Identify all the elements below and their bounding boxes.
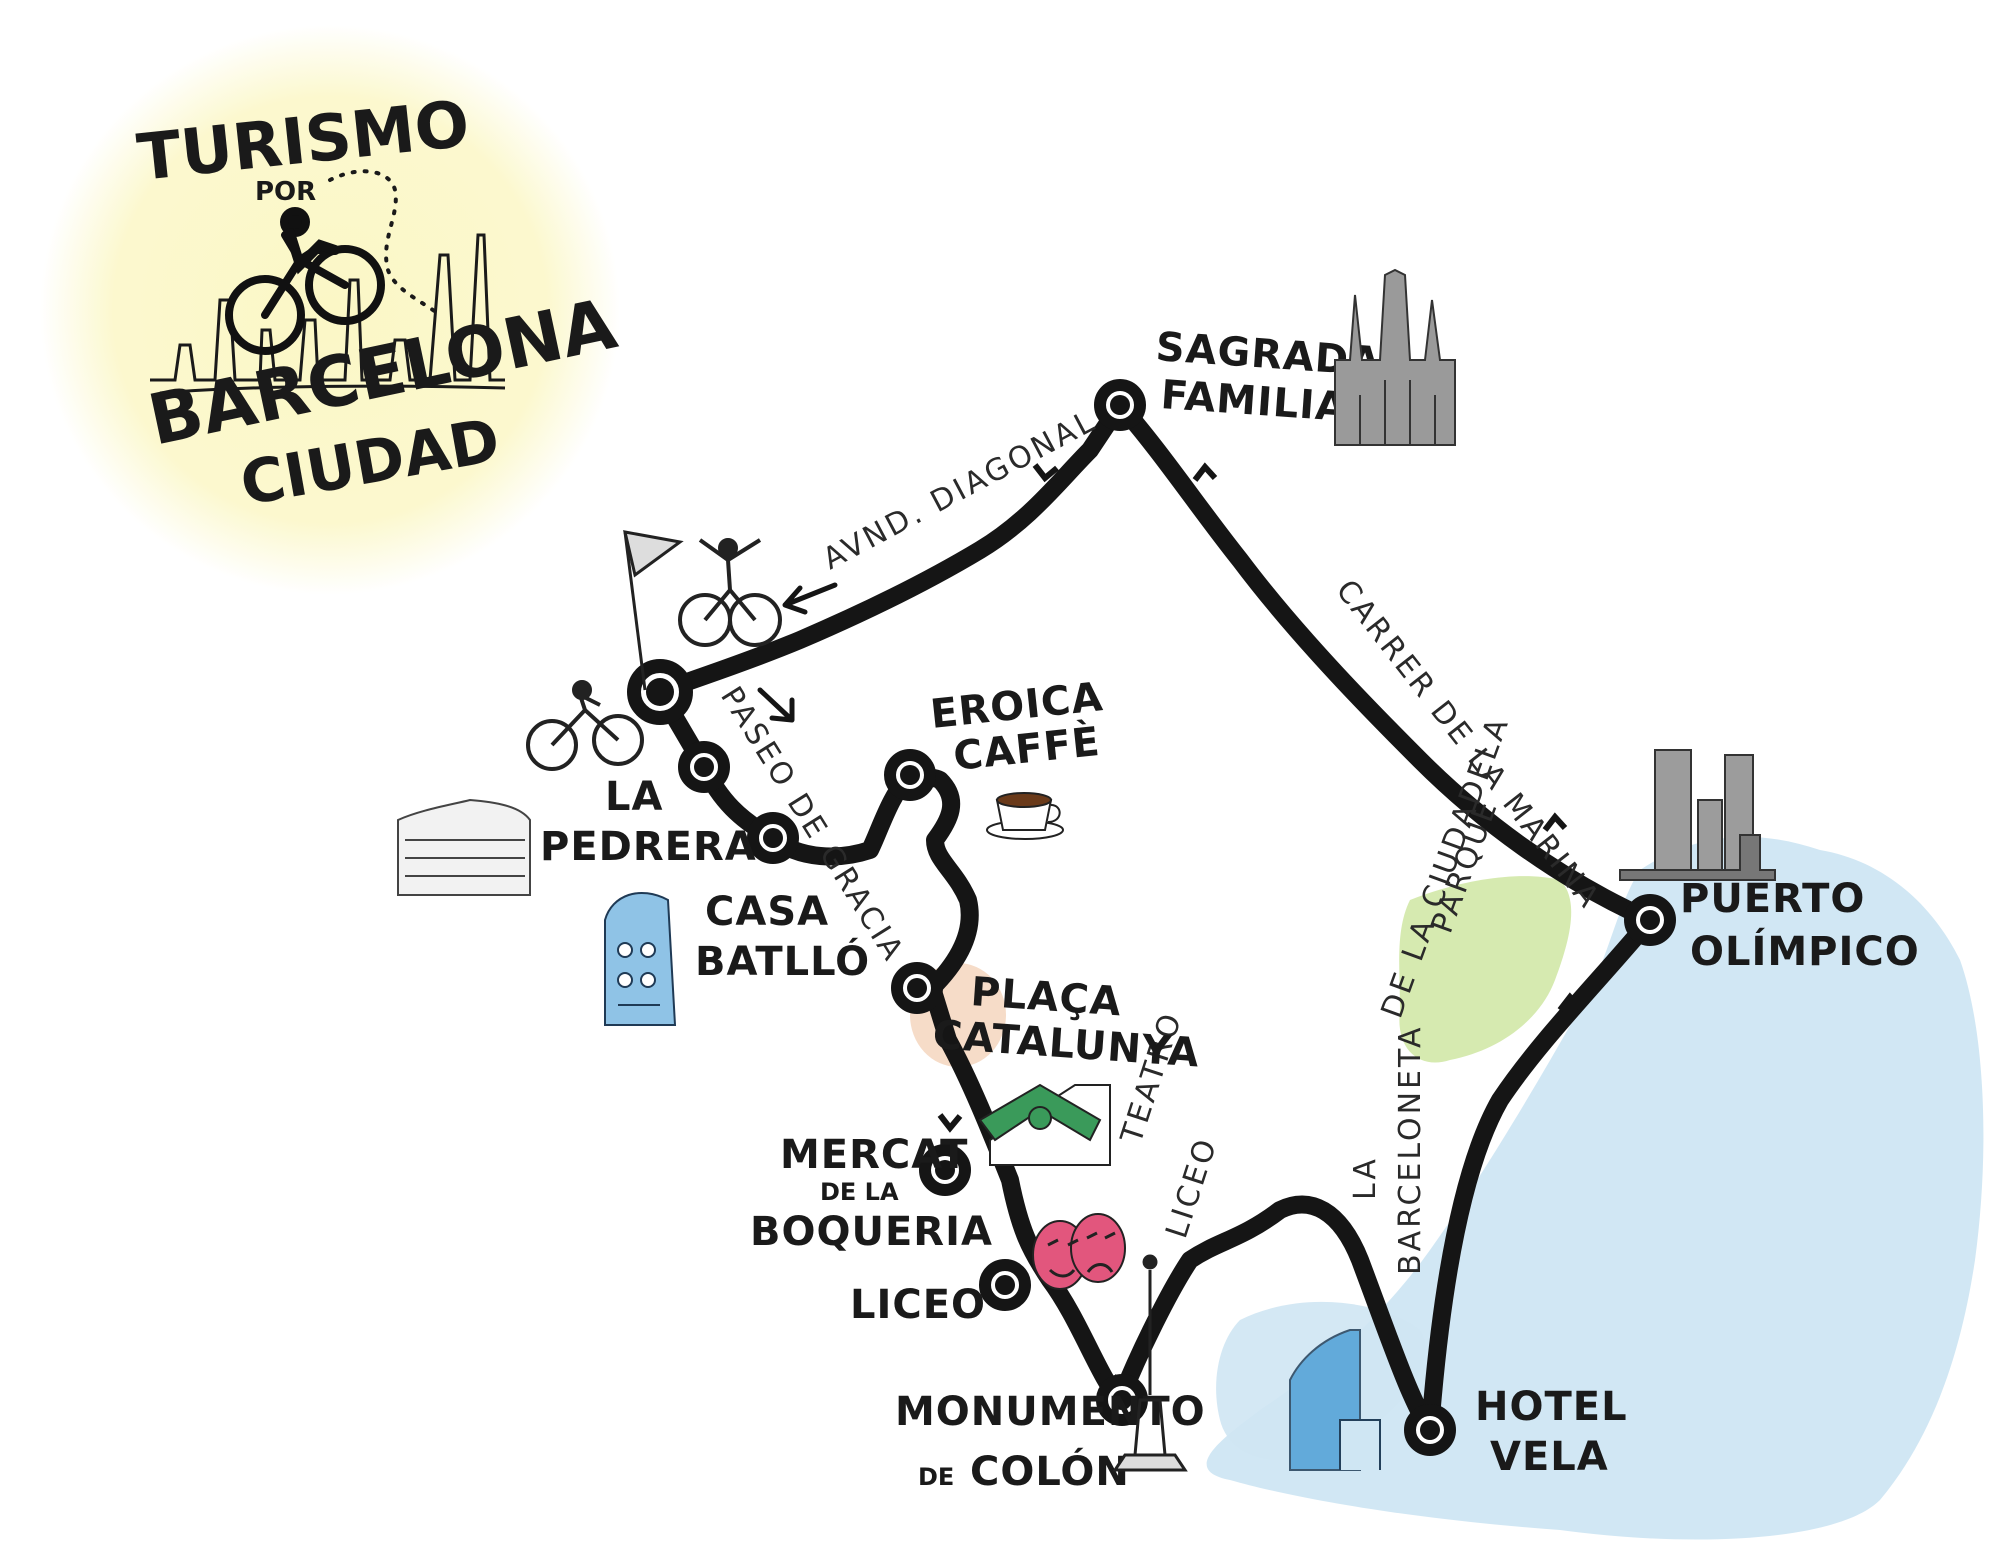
label-mercat-1: MERCAT [780,1132,968,1178]
sagrada-familia-icon [1334,268,1456,446]
label-pedrera-2: PEDRERA [540,824,757,870]
stop-liceo[interactable] [979,1259,1031,1311]
boqueria-market-icon [978,1083,1111,1166]
la-pedrera-icon [397,798,531,896]
label-olimpico-2: OLÍMPICO [1690,927,1920,975]
street-barceloneta-2: BARCELONETA [1393,1024,1428,1275]
logo-por: POR [255,177,316,207]
stop-mercat-boqueria[interactable] [919,1144,971,1196]
stop-placa-catalunya[interactable] [891,962,943,1014]
label-batllo-1: CASA [705,889,829,935]
label-colon-1: MONUMENTO [895,1389,1206,1435]
puerto-olimpico-towers-icon [1619,749,1776,881]
arrow-gracia-icon [757,687,795,723]
hotel-vela-icon [1289,1329,1381,1471]
park-area [1399,876,1572,1063]
stop-sagrada-familia[interactable] [1094,379,1146,431]
stop-hotel-vela[interactable] [1404,1404,1456,1456]
route-stops [627,379,1676,1456]
label-pedrera-1: LA [605,774,663,820]
label-vela-2: VELA [1490,1434,1609,1480]
logo-skyline [150,233,505,382]
stop-casa-batllo[interactable] [747,812,799,864]
logo-cyclist-icon [225,207,385,355]
casa-batllo-icon [604,891,677,1026]
label-vela-1: HOTEL [1475,1384,1628,1430]
label-liceo: LICEO [850,1282,986,1328]
teatro-label-2: LICEO [1159,1133,1224,1243]
label-olimpico-1: PUERTO [1680,876,1865,922]
logo-underline [159,384,506,395]
label-colon-2a: DE [918,1463,954,1491]
label-mercat-2: DE LA [820,1178,899,1206]
coffee-cup-icon [986,792,1064,840]
cyclist-icon [526,680,644,771]
logo-dotted-trail [328,169,442,317]
stop-start[interactable] [627,659,693,725]
columbus-monument-icon [1112,1254,1188,1472]
label-colon-2b: COLÓN [970,1447,1130,1495]
theater-masks-icon [1032,1213,1126,1290]
stop-eroica-caffe[interactable] [884,749,936,801]
celebrating-cyclist-icon [678,538,782,647]
arrow-diagonal-icon [782,582,838,615]
street-barceloneta-1: LA [1348,1156,1383,1200]
logo-glow [40,25,620,595]
label-placa-1: PLAÇA [969,969,1123,1025]
route-path [651,396,1659,1439]
stop-la-pedrera[interactable] [678,741,730,793]
start-flag-icon [623,530,684,691]
label-mercat-3: BOQUERIA [750,1209,993,1255]
stop-puerto-olimpico[interactable] [1624,894,1676,946]
label-batllo-2: BATLLÓ [695,937,870,985]
